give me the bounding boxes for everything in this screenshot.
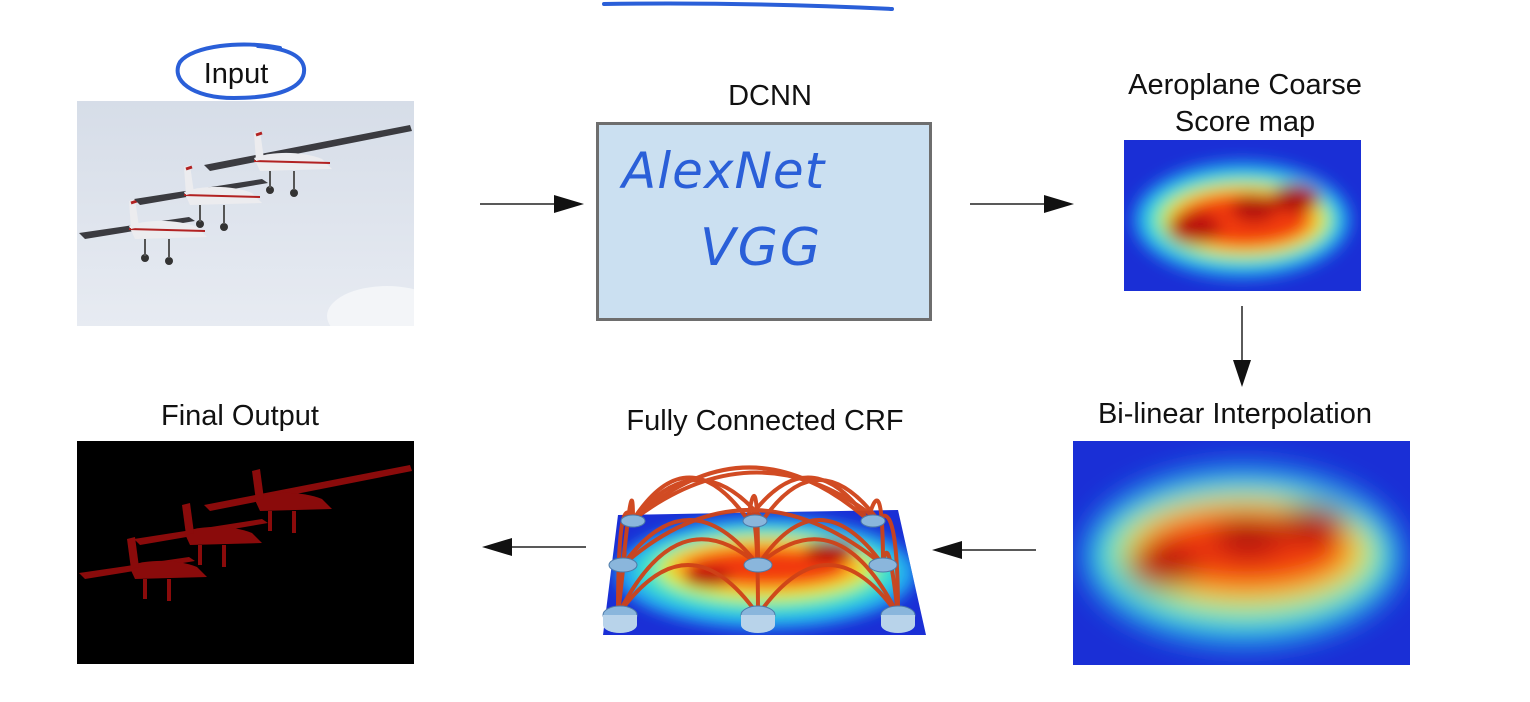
handwritten-vgg: VGG — [700, 218, 823, 278]
bilinear-label: Bi-linear Interpolation — [1097, 398, 1373, 430]
dcnn-box — [596, 122, 932, 321]
arrow-coarse-to-bilinear — [1233, 306, 1251, 387]
arrow-input-to-dcnn — [480, 195, 584, 213]
dcnn-label: DCNN — [728, 80, 812, 112]
coarse-label-line2: Score map — [1174, 106, 1316, 138]
crf-label: Fully Connected CRF — [626, 405, 904, 437]
bilinear-map — [1073, 441, 1410, 665]
input-circle-annotation — [175, 42, 307, 101]
crf-graph — [598, 455, 932, 640]
arrow-crf-to-output — [482, 538, 586, 556]
input-image — [77, 101, 414, 326]
input-label: Input — [203, 58, 269, 90]
final-output-label: Final Output — [161, 400, 319, 432]
arrow-bilinear-to-crf — [932, 541, 1036, 559]
coarse-label-line1: Aeroplane Coarse — [1128, 69, 1362, 101]
coarse-score-map — [1124, 140, 1361, 291]
handwritten-alexnet: AlexNet — [622, 142, 826, 200]
final-output-image — [77, 441, 414, 664]
ink-top-stroke — [602, 1, 894, 11]
arrow-dcnn-to-coarse — [970, 195, 1074, 213]
